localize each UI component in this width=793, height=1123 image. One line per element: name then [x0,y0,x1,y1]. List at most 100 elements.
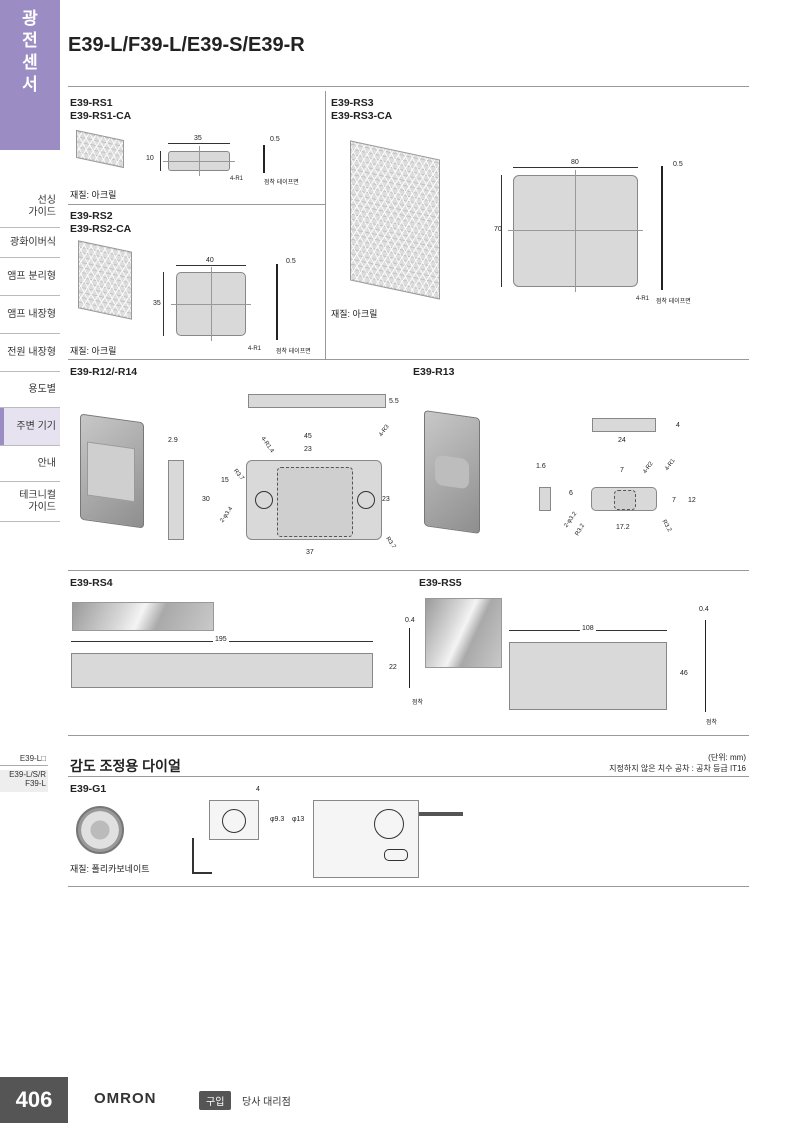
dim-label: 35 [194,135,202,142]
units-label: (단위: mm) [708,753,746,762]
r12-top-view [248,394,386,408]
sidebar-item-guide[interactable]: 안내 [0,446,60,482]
rs2-reflector-image [78,240,132,320]
dim-label: 5.5 [389,398,399,405]
dim-label: 4-R1 [248,346,262,352]
title-rule [68,86,749,87]
center-line [199,146,200,176]
cable [419,812,463,816]
dim-label: 45 [304,433,312,440]
rs3-side-view [661,166,663,290]
dim-label: 40 [206,257,214,264]
divider [68,204,325,205]
dim-line [163,272,164,336]
center-line [575,170,576,292]
rs3-reflector-image [350,140,440,300]
category-char: 센 [22,53,38,72]
omron-logo: OMRON [94,1090,157,1107]
dim-label: φ9.3 [270,816,285,823]
dim-label: 17.2 [616,524,630,531]
dim-line [176,265,246,266]
sidebar-item-sensing-guide[interactable]: 선싱 가이드 [0,186,60,228]
rs5-front-view [509,642,667,710]
dim-label: 22 [389,664,397,671]
dim-label: 6 [569,490,573,497]
dim-line [501,175,502,287]
sub-item-e39-l[interactable]: E39-L□ [0,754,48,766]
dim-label: 2-φ3.2 [563,511,579,529]
sidebar-item-fiber[interactable]: 광화이버식 [0,228,60,258]
r13-reflector-face [435,454,469,490]
dim-label: 4-R2 [642,460,655,476]
dim-label: 4-R1 [664,457,677,473]
divider [68,776,749,777]
sidebar-item-amp-separate[interactable]: 앰프 분리형 [0,258,60,296]
rs4-photo [72,602,214,631]
dim-label: 23 [304,446,312,453]
buy-badge[interactable]: 구입 [199,1091,232,1110]
dim-label: R3.7 [231,468,245,482]
tape-label: 점착 테이프면 [276,349,311,355]
dial-circle [374,809,404,839]
rs5-side-view [705,620,706,712]
dim-label: 70 [494,226,502,233]
dim-label: 0.4 [405,617,415,624]
r13-side-view [539,487,551,511]
sub-item-e39-lsr[interactable]: E39-L/S/R F39-L [0,770,48,792]
r12-reflector-face [87,441,135,503]
r12-side-view [168,460,184,540]
r13-top-view [592,418,656,432]
tape-label: 점착 [412,700,424,706]
dim-label: 4 [256,786,260,793]
dim-label: 4-R1.4 [259,435,275,455]
rs2-title: E39-RS2 E39-RS2-CA [70,210,132,235]
dim-label: 0.4 [699,606,709,613]
r12-title: E39-R12/-R14 [70,366,138,378]
rs1-title: E39-RS1 E39-RS1-CA [70,97,132,122]
page-number: 406 [0,1077,68,1123]
dim-label: R3.7 [384,536,397,550]
r12-front-view [246,460,382,540]
category-tab[interactable]: 광 전 센 서 [0,0,60,150]
rs2-material: 재질: 아크릴 [70,346,117,356]
divider [68,359,749,360]
dim-label: 4-R1 [230,176,244,182]
rs5-photo [425,598,502,668]
section-heading: 감도 조정용 다이얼 [70,758,181,774]
mount-hole [255,491,273,509]
tape-label: 점착 테이프면 [264,180,299,186]
rs1-side-view [263,145,265,173]
g1-material: 재질: 폴리카보네이트 [70,864,150,874]
sidebar-item-peripherals[interactable]: 주변 기기 [0,408,60,446]
sidebar-item-technical-guide[interactable]: 테크니컬 가이드 [0,482,60,522]
dim-label: 24 [618,437,626,444]
category-char: 광 [22,9,38,28]
dim-label: 12 [688,497,696,504]
dim-label: 35 [153,300,161,307]
dim-label: 4-R3 [378,423,391,439]
g1-sensor-view [313,800,419,878]
tolerance-label: 지정하지 않은 치수 공차 : 공차 등급 IT16 [609,764,746,773]
dim-label: 30 [202,496,210,503]
dim-label: 1.6 [536,463,546,470]
agent-link[interactable]: 당사 대리점 [242,1097,291,1108]
dim-label: 37 [306,549,314,556]
dim-line [513,167,638,168]
tape-label: 점착 테이프면 [656,299,691,305]
page-title: E39-L/F39-L/E39-S/E39-R [68,34,305,56]
dim-label: 195 [213,636,229,643]
r13-front-view [591,487,657,511]
divider [68,735,749,736]
dim-label: 15 [221,477,229,484]
dim-label: 7 [620,467,624,474]
dim-label: 10 [146,155,154,162]
dim-label: 108 [580,625,596,632]
dim-label: 0.5 [270,136,280,143]
sidebar-item-by-application[interactable]: 용도별 [0,372,60,408]
dim-line [168,143,230,144]
sidebar-item-amp-built-in[interactable]: 앰프 내장형 [0,296,60,334]
rs2-side-view [276,264,278,340]
units-note: (단위: mm) 지정하지 않은 치수 공차 : 공차 등급 IT16 [609,752,746,774]
bracket-view [192,838,212,874]
sidebar-item-power-built-in[interactable]: 전원 내장형 [0,334,60,372]
